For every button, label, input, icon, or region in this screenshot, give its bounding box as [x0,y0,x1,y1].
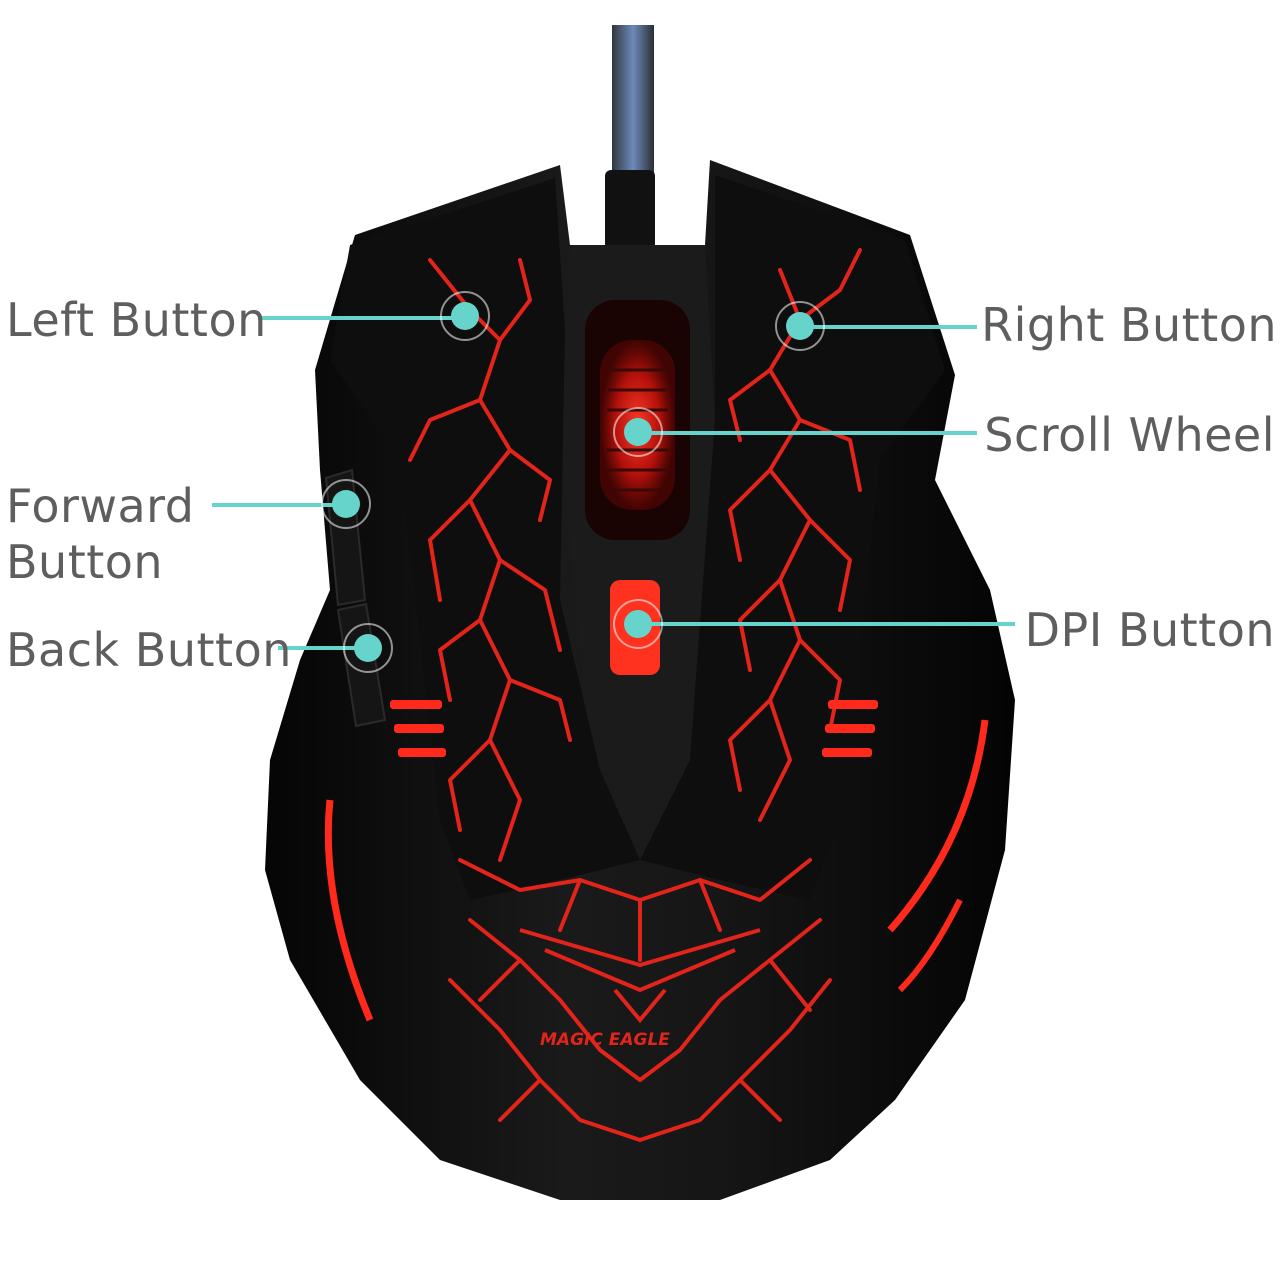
scroll-wheel-label: Scroll Wheel [984,408,1275,462]
marker-forward-button [321,479,371,529]
brand-logo-text: MAGIC EAGLE [540,1030,670,1050]
right-panel [640,175,945,900]
callout-lines [212,316,1015,650]
forward-button-label-line1: Forward [6,479,195,533]
left-button-label: Left Button [6,293,267,347]
marker-scroll-wheel [613,407,663,457]
back-button-label: Back Button [6,623,292,677]
right-side-glow-2 [897,898,963,993]
marker-left-button [440,291,490,341]
marker-back-button [343,623,393,673]
marker-right-button [775,301,825,351]
dpi-button-label: DPI Button [1024,603,1275,657]
eagle-logo [519,928,761,1024]
side-vents-right [822,700,878,757]
back-side-button [336,602,387,728]
crack-pattern [408,248,862,1142]
right-button-label: Right Button [981,298,1277,352]
forward-button-label-line2: Button [6,535,164,589]
left-side-glow [324,799,374,1022]
side-vents-left [390,700,446,757]
left-panel [330,178,640,900]
marker-dpi-button [613,599,663,649]
right-side-glow-1 [887,719,989,933]
forward-button-label: Forward Button [6,478,195,590]
